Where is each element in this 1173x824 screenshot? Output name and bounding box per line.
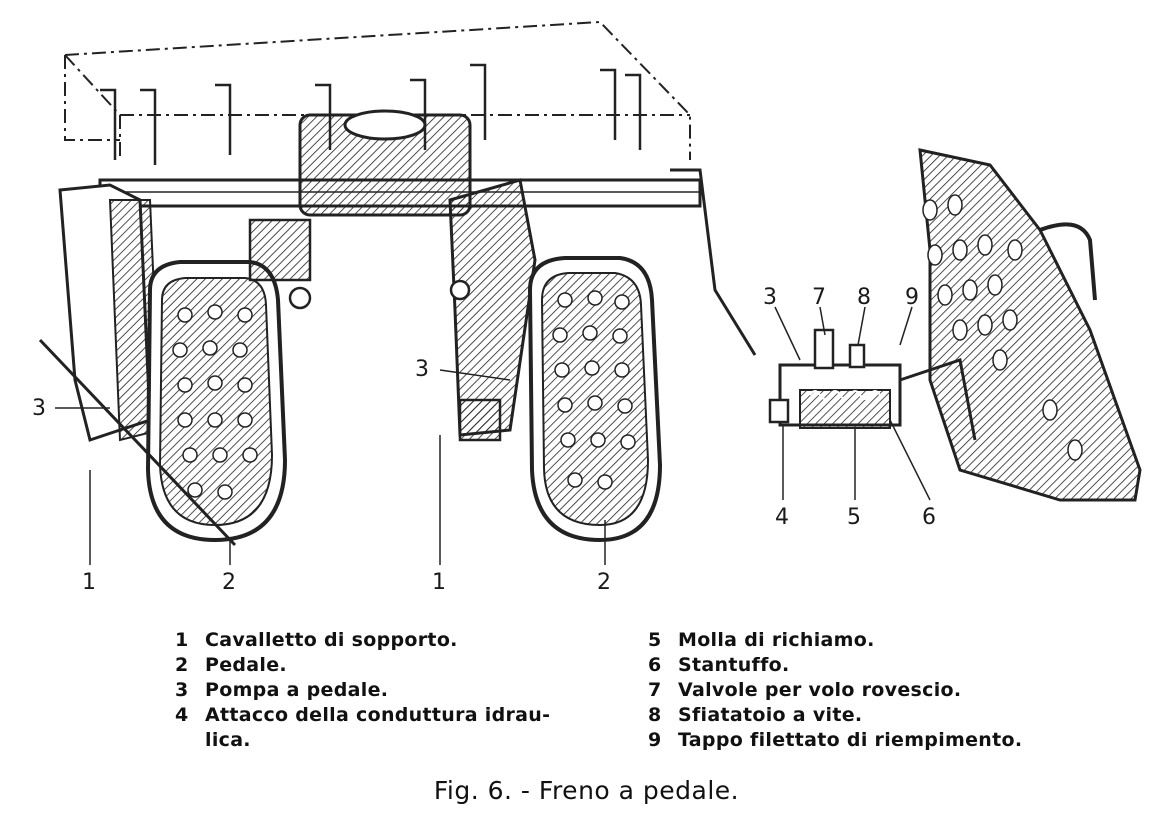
left-pedal-assembly (38, 183, 312, 547)
legend-left: 1 Cavalletto di sopporto. 2 Pedale. 3 Po… (175, 628, 595, 753)
legend-item-continuation: lica. (175, 728, 595, 753)
legend-item: 5 Molla di richiamo. (648, 628, 1118, 653)
callout-right-7: 7 (812, 285, 826, 310)
legend-item: 9 Tappo filettato di riempimento. (648, 728, 1118, 753)
callout-right-3: 3 (763, 285, 777, 310)
legend-item: 2 Pedale. (175, 653, 595, 678)
legend-label: Tappo filettato di riempimento. (678, 729, 1023, 751)
legend-label: Valvole per volo rovescio. (678, 679, 962, 701)
callout-right-8: 8 (857, 285, 871, 310)
legend-label: Pompa a pedale. (205, 679, 389, 701)
callout-mid-3: 3 (415, 357, 429, 382)
legend-number: 5 (648, 629, 662, 651)
legend-number: 8 (648, 704, 662, 726)
legend-number: 1 (175, 629, 189, 651)
legend-number: 3 (175, 679, 189, 701)
legend-label: Stantuffo. (678, 654, 790, 676)
legend-label: Molla di richiamo. (678, 629, 875, 651)
legend-number: 6 (648, 654, 662, 676)
callout-left-3: 3 (32, 396, 46, 421)
callout-left-1: 1 (82, 570, 96, 595)
legend-label: Cavalletto di sopporto. (205, 629, 458, 651)
right-pedal-plate (918, 148, 1142, 502)
callout-right-6: 6 (922, 505, 936, 530)
legend-item: 6 Stantuffo. (648, 653, 1118, 678)
right-pump-detail (768, 328, 977, 441)
cross-shaft (98, 109, 702, 217)
legend-label: Attacco della conduttura idrau- (205, 704, 551, 726)
callout-left-2: 2 (222, 570, 236, 595)
legend-item: 8 Sfiatatoio a vite. (648, 703, 1118, 728)
legend-number: 9 (648, 729, 662, 751)
callout-leaders (55, 306, 931, 565)
brake-pedal-illustration (38, 20, 1142, 565)
floor-frame-outline (64, 20, 691, 160)
legend-right: 5 Molla di richiamo. 6 Stantuffo. 7 Valv… (648, 628, 1118, 753)
figure-caption: Fig. 6. - Freno a pedale. (433, 776, 740, 805)
callout-mid-1: 1 (432, 570, 446, 595)
legend-number: 7 (648, 679, 662, 701)
legend-item: 3 Pompa a pedale. (175, 678, 595, 703)
callout-mid-2: 2 (597, 570, 611, 595)
legend-label: Sfiatatoio a vite. (678, 704, 863, 726)
legend-number: 4 (175, 704, 189, 726)
legend-item: 7 Valvole per volo rovescio. (648, 678, 1118, 703)
callout-right-9: 9 (905, 285, 919, 310)
callout-right-4: 4 (775, 505, 789, 530)
legend-label-continuation: lica. (205, 729, 251, 751)
middle-pedal-assembly (448, 168, 757, 543)
callout-right-5: 5 (847, 505, 861, 530)
legend-number: 2 (175, 654, 189, 676)
legend-label: Pedale. (205, 654, 287, 676)
legend-item: 4 Attacco della conduttura idrau- (175, 703, 595, 728)
legend-item: 1 Cavalletto di sopporto. (175, 628, 595, 653)
